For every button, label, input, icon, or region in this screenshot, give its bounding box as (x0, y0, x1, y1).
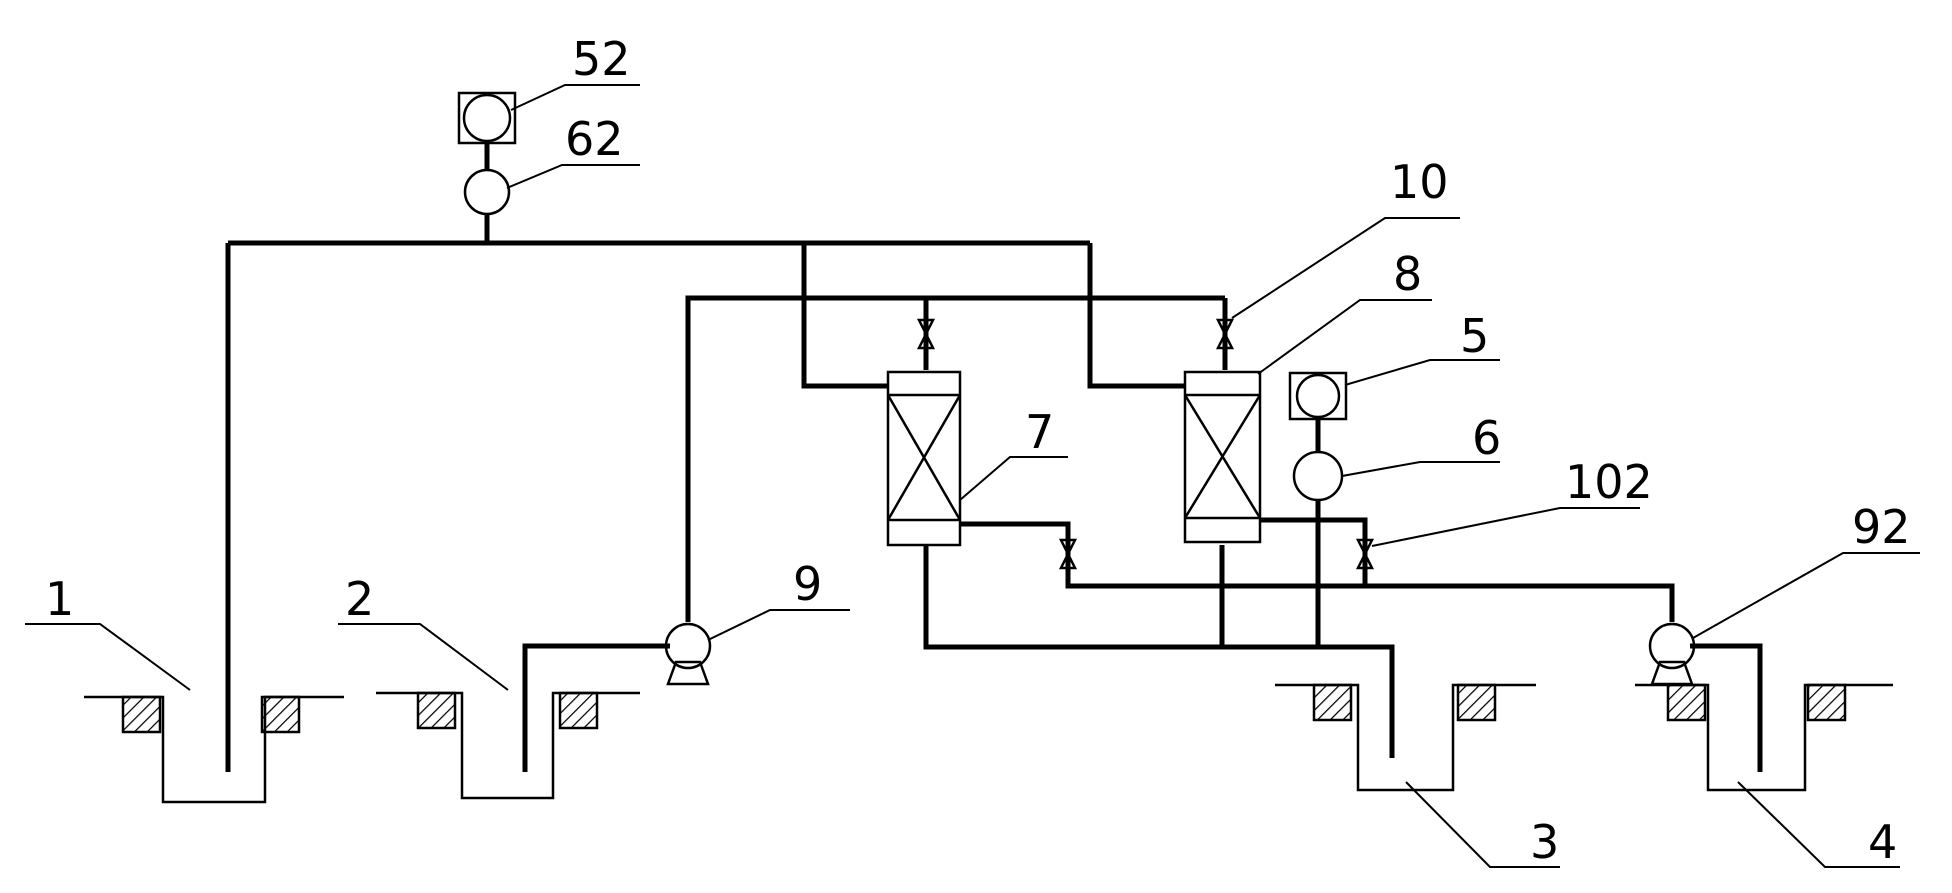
label-8: 8 (1393, 247, 1422, 301)
instrument-52 (457, 91, 517, 145)
leader-4 (1737, 781, 1900, 868)
gas-header-pipes (228, 214, 1185, 389)
label-7: 7 (1025, 405, 1054, 459)
label-10: 10 (1390, 155, 1449, 209)
valve-lower-column-7 (1058, 538, 1078, 570)
label-9: 9 (793, 557, 822, 611)
tank-1-left-foundation (121, 695, 162, 734)
leader-1 (25, 623, 191, 691)
label-1: 1 (45, 572, 74, 626)
column-8 (1183, 370, 1262, 544)
leader-62 (506, 164, 640, 189)
valve-102 (1355, 538, 1375, 570)
label-92: 92 (1852, 500, 1911, 554)
leader-5 (1344, 359, 1500, 386)
pump-92-suction-pipes (960, 517, 1675, 622)
valve-10 (1215, 318, 1235, 350)
label-5: 5 (1460, 309, 1489, 363)
tank-4-right-foundation (1806, 683, 1847, 722)
leader-3 (1405, 781, 1560, 868)
tank-3-left-foundation (1312, 683, 1353, 722)
labels: 1 2 3 4 5 6 7 8 9 10 52 62 92 102 (45, 32, 1911, 869)
tank-2-right-foundation (558, 691, 599, 730)
instrument-5 (1288, 371, 1348, 421)
leader-lines (25, 84, 1920, 868)
tank-2-left-foundation (416, 691, 457, 730)
leader-52 (510, 84, 640, 111)
tank-3 (1275, 683, 1536, 792)
leader-2 (338, 623, 509, 691)
tank-1 (84, 243, 344, 804)
leader-92 (1692, 552, 1920, 639)
label-3: 3 (1530, 815, 1559, 869)
tank-1-right-foundation (260, 695, 301, 734)
leader-7 (959, 456, 1068, 501)
label-6: 6 (1472, 411, 1501, 465)
instrument-6 (1292, 450, 1344, 502)
label-2: 2 (345, 572, 374, 626)
pump-92 (1648, 622, 1696, 686)
label-62: 62 (565, 112, 624, 166)
leader-10 (1231, 217, 1460, 319)
tank-2 (376, 643, 670, 800)
leader-9 (707, 609, 850, 641)
instrument-62 (463, 168, 511, 216)
label-52: 52 (572, 32, 631, 86)
tank-2-suction-pipe (522, 643, 670, 772)
label-4: 4 (1868, 815, 1897, 869)
leader-8 (1257, 299, 1432, 375)
tank-3-right-foundation (1456, 683, 1497, 722)
leader-6 (1341, 461, 1500, 477)
pump-9 (664, 622, 712, 686)
label-102: 102 (1565, 455, 1653, 509)
tank-4-left-foundation (1666, 683, 1707, 722)
return-pipes-to-tank-3 (923, 500, 1395, 758)
pump-9-discharge-pipes (685, 295, 1228, 622)
column-7 (886, 370, 962, 547)
tank-4-suction-pipe (1690, 643, 1763, 772)
tank-4 (1635, 643, 1893, 792)
leader-102 (1371, 507, 1640, 547)
valve-upper-column-7 (916, 318, 936, 350)
